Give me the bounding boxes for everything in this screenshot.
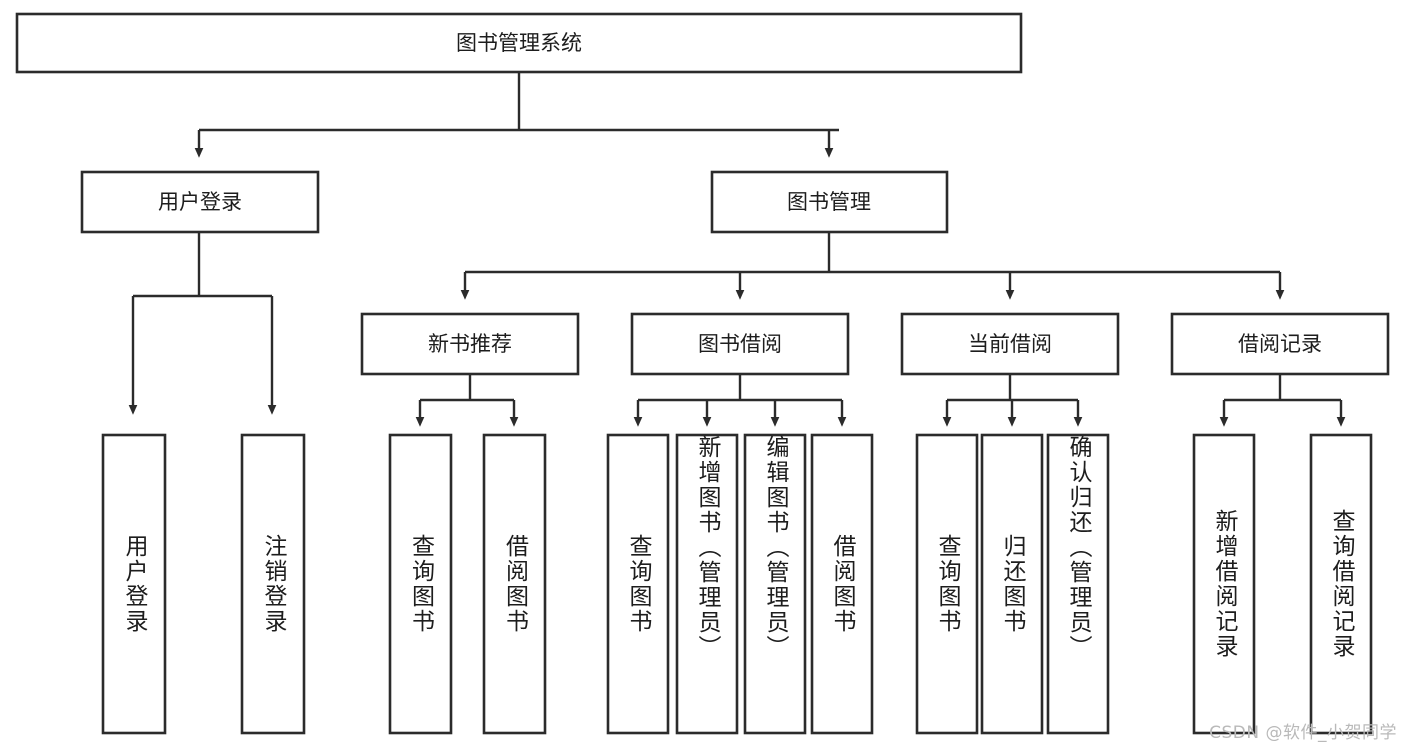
leaf-new-book-1[interactable]: 查询图书 (390, 435, 451, 733)
node-user-login-label: 用户登录 (158, 190, 242, 214)
leaf-label: 用户登录 (121, 534, 148, 634)
leaf-rect-book-borrow-2[interactable] (675, 433, 739, 735)
leaf-current-borrow-1[interactable]: 查询图书 (917, 435, 977, 733)
leaf-current-borrow-3[interactable]: 确认归还（管理员） (1048, 435, 1108, 733)
node-root-rect[interactable] (15, 12, 1023, 74)
edge-group (128, 72, 1346, 427)
leaf-label: 新增借阅记录 (1211, 509, 1238, 659)
node-book-manage[interactable]: 图书管理 (710, 170, 949, 234)
leaf-label: 确认归还（管理员） (1065, 435, 1092, 660)
leaf-label: 归还图书 (999, 534, 1026, 634)
leaf-borrow-record-2[interactable]: 查询借阅记录 (1311, 435, 1371, 733)
node-root-label: 图书管理系统 (456, 31, 582, 55)
leaf-book-borrow-4[interactable]: 借阅图书 (812, 435, 872, 733)
leaf-rect-new-book-1[interactable] (388, 433, 453, 735)
csdn-watermark: CSDN @软件_小贺同学 (1209, 723, 1397, 743)
leaf-book-borrow-3[interactable]: 编辑图书（管理员） (745, 435, 805, 733)
node-user-login-rect[interactable] (80, 170, 320, 234)
node-new-book-recommend[interactable]: 新书推荐 (360, 312, 580, 376)
node-new-book-recommend-rect[interactable] (360, 312, 580, 376)
leaf-label: 查询借阅记录 (1328, 509, 1355, 659)
leaf-label: 查询图书 (407, 534, 434, 634)
leaf-user-login-1[interactable]: 用户登录 (103, 435, 165, 733)
leaf-rect-book-borrow-3[interactable] (743, 433, 807, 735)
leaf-rect-borrow-record-1[interactable] (1192, 433, 1256, 735)
leaf-label: 查询图书 (934, 534, 961, 634)
leaf-label: 编辑图书（管理员） (762, 435, 789, 660)
leaf-rect-book-borrow-4[interactable] (810, 433, 874, 735)
leaf-rect-user-login-1[interactable] (101, 433, 167, 735)
node-borrow-record[interactable]: 借阅记录 (1170, 312, 1390, 376)
leaf-rect-borrow-record-2[interactable] (1309, 433, 1373, 735)
node-user-login[interactable]: 用户登录 (80, 170, 320, 234)
leaf-rect-new-book-2[interactable] (482, 433, 547, 735)
node-current-borrow-rect[interactable] (900, 312, 1120, 376)
node-book-borrow-label: 图书借阅 (698, 332, 782, 356)
leaf-borrow-record-1[interactable]: 新增借阅记录 (1194, 435, 1254, 733)
node-borrow-record-rect[interactable] (1170, 312, 1390, 376)
leaf-book-borrow-1[interactable]: 查询图书 (608, 435, 668, 733)
leaf-rect-book-borrow-1[interactable] (606, 433, 670, 735)
node-root[interactable]: 图书管理系统 (15, 12, 1023, 74)
leaf-rect-group (101, 433, 1373, 735)
node-book-borrow[interactable]: 图书借阅 (630, 312, 850, 376)
leaf-current-borrow-2[interactable]: 归还图书 (982, 435, 1042, 733)
leaf-book-borrow-2[interactable]: 新增图书（管理员） (677, 435, 737, 733)
node-new-book-recommend-label: 新书推荐 (428, 332, 512, 356)
node-current-borrow[interactable]: 当前借阅 (900, 312, 1120, 376)
leaf-rect-current-borrow-2[interactable] (980, 433, 1044, 735)
leaf-label: 借阅图书 (829, 534, 856, 634)
node-book-borrow-rect[interactable] (630, 312, 850, 376)
leaf-label: 查询图书 (625, 534, 652, 634)
leaf-label: 注销登录 (260, 534, 287, 634)
node-book-manage-label: 图书管理 (787, 190, 871, 214)
node-borrow-record-label: 借阅记录 (1238, 332, 1322, 356)
leaf-rect-user-login-2[interactable] (240, 433, 306, 735)
leaf-user-login-2[interactable]: 注销登录 (242, 435, 304, 733)
leaf-label: 借阅图书 (501, 534, 528, 634)
leaf-rect-current-borrow-3[interactable] (1046, 433, 1110, 735)
node-current-borrow-label: 当前借阅 (968, 332, 1052, 356)
leaf-label: 新增图书（管理员） (694, 435, 721, 660)
node-book-manage-rect[interactable] (710, 170, 949, 234)
leaf-new-book-2[interactable]: 借阅图书 (484, 435, 545, 733)
leaf-rect-current-borrow-1[interactable] (915, 433, 979, 735)
